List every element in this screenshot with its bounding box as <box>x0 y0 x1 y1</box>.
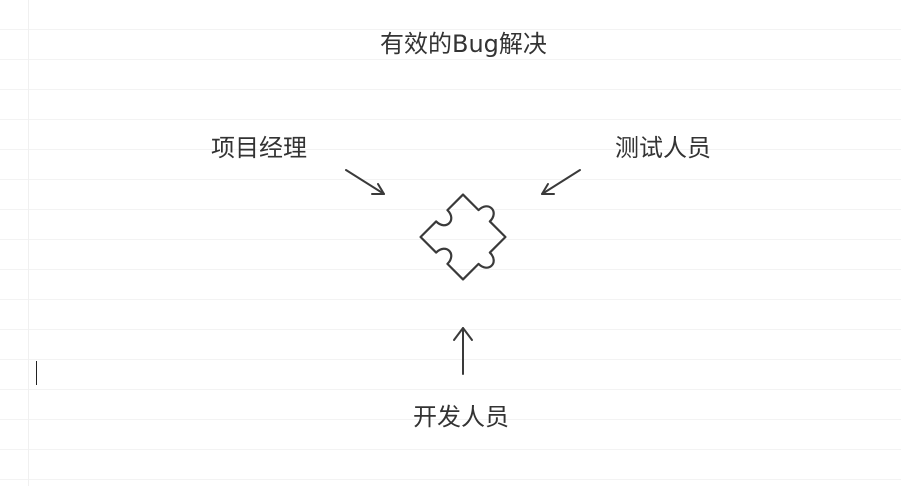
arrow-from-project-manager <box>345 169 385 195</box>
arrow-from-developer <box>453 327 473 375</box>
text-cursor <box>36 361 37 385</box>
role-project-manager: 项目经理 <box>211 134 307 162</box>
role-developer: 开发人员 <box>413 403 509 431</box>
role-tester: 测试人员 <box>615 134 711 162</box>
arrow-from-tester <box>541 169 581 195</box>
margin-line <box>28 0 29 486</box>
diagram-title: 有效的Bug解决 <box>380 30 547 58</box>
puzzle-piece-icon <box>419 193 507 281</box>
